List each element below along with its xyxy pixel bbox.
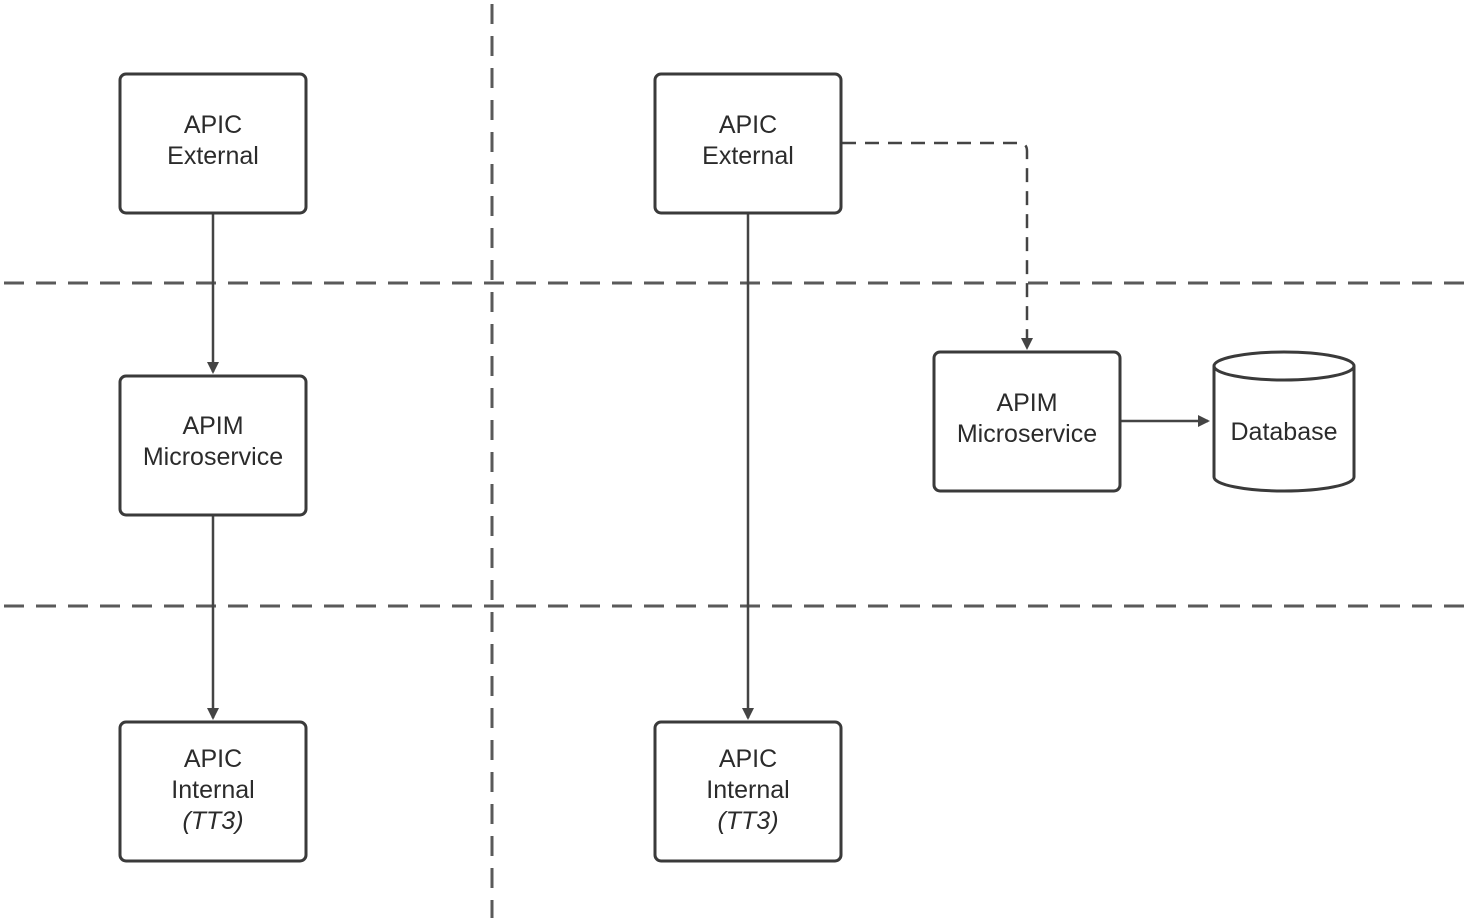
database-cylinder: Database <box>1212 350 1356 493</box>
database-cylinder-top <box>1212 350 1356 382</box>
left-apim-microservice-box: APIM Microservice <box>118 374 308 517</box>
left-apic-external-box: APIC External <box>118 72 308 215</box>
right-apic-internal-line2: Internal <box>706 776 789 804</box>
left-apic-internal-box: APIC Internal (TT3) <box>118 720 308 863</box>
left-apic-internal-line3: (TT3) <box>182 807 243 835</box>
right-apic-external-line2: External <box>702 142 794 170</box>
left-apic-internal-line2: Internal <box>171 776 254 804</box>
right-apic-external-box: APIC External <box>653 72 843 215</box>
left-apim-microservice-line1: APIM <box>182 412 243 440</box>
left-apim-microservice-line2: Microservice <box>143 443 283 471</box>
database-label: Database <box>1230 418 1337 446</box>
right-apim-microservice-line1: APIM <box>996 389 1057 417</box>
left-apic-internal-line1: APIC <box>184 745 242 773</box>
right-apic-external-line1: APIC <box>719 111 777 139</box>
left-apic-external-line1: APIC <box>184 111 242 139</box>
left-apic-external-line2: External <box>167 142 259 170</box>
right-apic-internal-line3: (TT3) <box>717 807 778 835</box>
right-apic-internal-line1: APIC <box>719 745 777 773</box>
right-apic-internal-box: APIC Internal (TT3) <box>653 720 843 863</box>
right-apim-microservice-line2: Microservice <box>957 420 1097 448</box>
dashed-arrow-external-to-microservice <box>842 141 1033 350</box>
right-apim-microservice-box: APIM Microservice <box>932 350 1122 493</box>
